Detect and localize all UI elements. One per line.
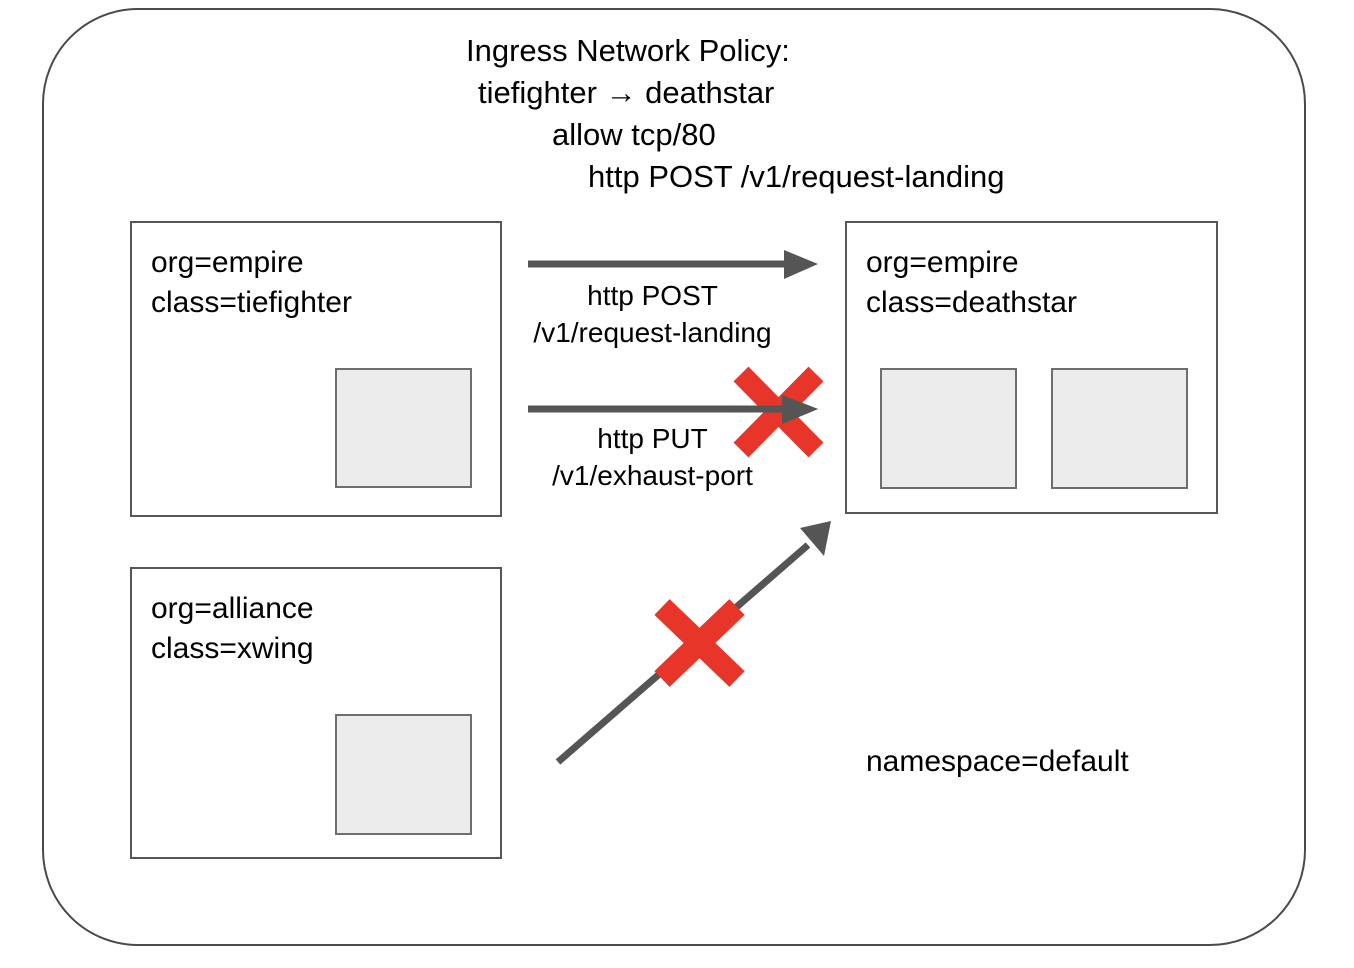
policy-title-line-3: allow tcp/80: [552, 117, 716, 152]
endpoint-labels-deathstar: org=empire class=deathstar: [866, 243, 1077, 323]
endpoint-box-tiefighter: org=empire class=tiefighter: [130, 221, 502, 517]
namespace-label: namespace=default: [866, 745, 1129, 778]
flow-label-method-put: http PUT: [597, 423, 708, 454]
endpoint-label-org-xwing: org=alliance: [151, 592, 314, 625]
endpoint-label-class-deathstar: class=deathstar: [866, 286, 1077, 319]
policy-title-line-2: tiefighter → deathstar: [478, 75, 775, 110]
endpoint-box-deathstar: org=empire class=deathstar: [845, 221, 1218, 514]
endpoint-labels-tiefighter: org=empire class=tiefighter: [151, 243, 352, 323]
flow-label-post-request-landing: http POST /v1/request-landing: [500, 277, 805, 351]
endpoint-labels-xwing: org=alliance class=xwing: [151, 589, 314, 669]
policy-title-line-4: http POST /v1/request-landing: [588, 159, 1005, 194]
endpoint-label-class-xwing: class=xwing: [151, 632, 314, 665]
flow-label-method-post: http POST: [587, 280, 718, 311]
pod-placeholder: [335, 368, 472, 488]
flow-label-path-put: /v1/exhaust-port: [552, 460, 753, 491]
pod-placeholder: [880, 368, 1017, 489]
endpoint-label-org-deathstar: org=empire: [866, 246, 1019, 279]
endpoint-box-xwing: org=alliance class=xwing: [130, 567, 502, 859]
flow-label-path-post: /v1/request-landing: [533, 317, 772, 348]
policy-title: Ingress Network Policy: tiefighter → dea…: [430, 30, 1130, 198]
endpoint-label-class-tiefighter: class=tiefighter: [151, 286, 352, 319]
namespace-boundary: [42, 8, 1306, 946]
flow-label-put-exhaust-port: http PUT /v1/exhaust-port: [500, 420, 805, 494]
policy-title-line-1: Ingress Network Policy:: [466, 33, 790, 68]
pod-placeholder: [1051, 368, 1188, 489]
endpoint-label-org-tiefighter: org=empire: [151, 246, 304, 279]
pod-placeholder: [335, 714, 472, 835]
